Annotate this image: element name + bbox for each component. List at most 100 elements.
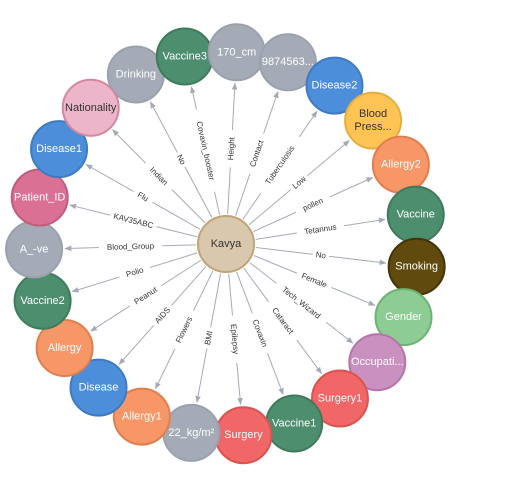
edge-label: Tech_Wizard xyxy=(280,285,322,321)
graph-node-label: Vaccine2 xyxy=(20,295,64,307)
graph-node[interactable]: Disease xyxy=(69,358,128,417)
edge-label-bg xyxy=(312,249,330,262)
graph-node-circle[interactable] xyxy=(30,120,89,179)
graph-node[interactable]: 22_kg/m² xyxy=(162,403,221,462)
edge-label-bg xyxy=(245,131,269,176)
graph-node-label: Allergy xyxy=(48,342,82,354)
graph-node-label: 9874563... xyxy=(262,56,314,68)
graph-node-label: Gender xyxy=(385,311,422,323)
edge-label-bg xyxy=(170,308,198,352)
graph-node-circle[interactable] xyxy=(374,288,433,347)
edge-label-bg xyxy=(109,210,158,232)
graph-node-label: Occupati... xyxy=(351,356,404,368)
edge-label-bg xyxy=(142,159,176,193)
graph-node-label: Patient_ID xyxy=(14,192,65,204)
edge-label: BMI xyxy=(203,330,214,346)
graph-node-circle[interactable] xyxy=(310,369,369,428)
edge-label-bg xyxy=(225,129,238,168)
center-node-circle[interactable] xyxy=(197,215,255,273)
graph-node-label: Allergy2 xyxy=(381,159,421,171)
edge-label-bg xyxy=(264,298,301,343)
edge-label-bg xyxy=(295,268,334,293)
edge-label: No xyxy=(315,250,327,260)
edge-label: Indian xyxy=(148,165,170,187)
graph-node[interactable]: A_-ve xyxy=(5,220,64,279)
edge-label: Peanut xyxy=(133,285,160,307)
edge-label-bg xyxy=(149,302,176,329)
edge-label: No xyxy=(175,153,188,167)
graph-node[interactable]: Occupati... xyxy=(348,333,407,392)
edge-label-bg xyxy=(247,311,273,355)
edge-label: Flowers xyxy=(174,315,194,344)
graph-node[interactable]: Allergy2 xyxy=(371,135,430,194)
edge-label: Contact xyxy=(248,138,266,168)
graph-node-circle[interactable] xyxy=(258,33,317,92)
edge-label: Tuberculosis xyxy=(264,144,297,186)
graph-node[interactable]: Allergy xyxy=(35,319,94,378)
graph-node[interactable]: Vaccine2 xyxy=(13,271,72,330)
edge-label: Blood_Group xyxy=(107,241,155,251)
graph-node[interactable]: Drinking xyxy=(106,45,165,104)
edge-label: KAV35ABC xyxy=(112,212,154,231)
graph-node[interactable]: 9874563... xyxy=(258,33,317,92)
center-node-label: Kavya xyxy=(211,238,242,250)
edge-label-bg xyxy=(201,326,216,350)
graph-node-label: Allergy1 xyxy=(122,411,162,423)
edge-label-bg xyxy=(118,262,152,282)
graph-node-circle[interactable] xyxy=(344,91,403,150)
graph-node-circle[interactable] xyxy=(35,319,94,378)
edge-label: Covaxin xyxy=(251,318,270,348)
graph-node-label: Drinking xyxy=(116,68,156,80)
graph-node[interactable]: Allergy1 xyxy=(112,387,171,446)
graph-node[interactable]: Surgery1 xyxy=(310,369,369,428)
graph-node[interactable]: Nationality xyxy=(61,78,120,137)
graph-node[interactable]: Vaccine3 xyxy=(155,27,214,86)
edge-label-bg xyxy=(256,134,304,197)
graph-node-label: Disease2 xyxy=(312,80,358,92)
graph-node[interactable]: Patient_ID xyxy=(10,168,69,227)
graph-node[interactable]: Vaccine1 xyxy=(265,394,324,453)
graph-node[interactable]: Disease1 xyxy=(30,120,89,179)
edge-label-bg xyxy=(293,192,332,217)
graph-node-circle[interactable] xyxy=(61,78,120,137)
graph-node-label: Vaccine1 xyxy=(272,417,316,429)
graph-node-circle[interactable] xyxy=(69,358,128,417)
graph-node-label: Surgery xyxy=(224,429,263,441)
edge-label-bg xyxy=(273,279,330,327)
graph-node-circle[interactable] xyxy=(305,56,364,115)
edge-label-bg xyxy=(172,150,190,170)
graph-node-label: Vaccine3 xyxy=(163,50,207,62)
edge-label-bg xyxy=(287,171,311,194)
center-node[interactable]: Kavya xyxy=(197,215,255,273)
graph-node-label: A_-ve xyxy=(20,243,49,255)
graph-node[interactable]: 170_cm xyxy=(207,23,266,82)
edge-label: pollen xyxy=(301,196,324,213)
edge-label: Cataract xyxy=(270,306,296,336)
graph-node-circle[interactable] xyxy=(112,387,171,446)
graph-node-label: Smoking xyxy=(395,261,438,273)
graph-node-label: Disease1 xyxy=(36,143,82,155)
edge-label: Female xyxy=(300,271,329,290)
graph-node-label: Vaccine xyxy=(397,209,435,221)
graph-node-label: Disease xyxy=(79,382,119,394)
graph-node-label: 170_cm xyxy=(217,46,256,58)
edge-label: Height xyxy=(226,136,236,160)
graph-node-label: 22_kg/m² xyxy=(168,427,214,439)
edge-label-bg xyxy=(191,108,220,193)
graph-node[interactable]: Surgery xyxy=(214,406,273,465)
edge-label: Epilepsy xyxy=(229,324,241,355)
graph-node[interactable]: Disease2 xyxy=(305,56,364,115)
graph-node[interactable]: Smoking xyxy=(387,237,446,296)
graph-node[interactable]: Vaccine xyxy=(386,185,445,244)
graph-node-circle[interactable] xyxy=(348,333,407,392)
edge-label-bg xyxy=(131,187,155,207)
graph-node[interactable]: Gender xyxy=(374,288,433,347)
edge-label-bg xyxy=(98,240,163,253)
edge-label-bg xyxy=(127,281,165,311)
graph-node-label: Nationality xyxy=(65,102,117,114)
